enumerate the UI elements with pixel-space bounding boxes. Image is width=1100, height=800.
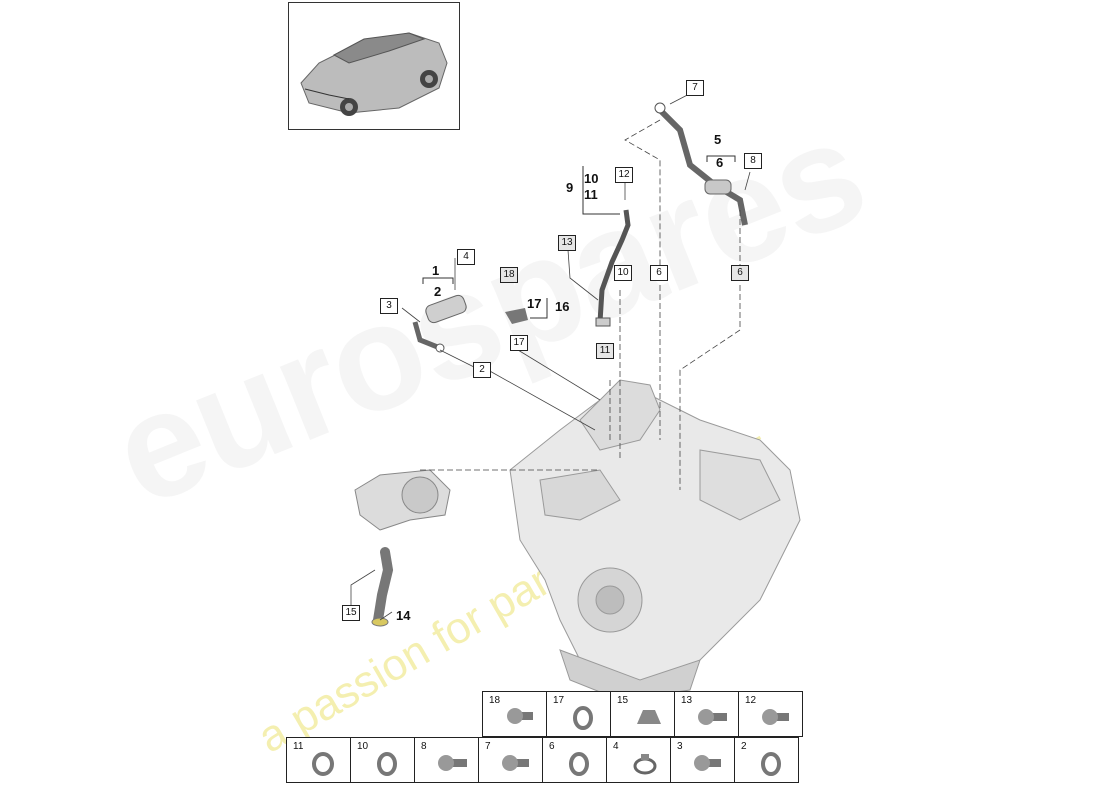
car-icon	[300, 32, 448, 116]
label-11: 11	[584, 187, 598, 202]
legend-cell-15: 15	[610, 691, 675, 737]
seal-ring-icon	[377, 752, 397, 776]
seal-ring-icon	[312, 752, 334, 776]
label-14: 14	[396, 608, 411, 623]
label-1: 1	[432, 263, 440, 278]
callout-10: 10	[614, 265, 632, 281]
legend-cell-7: 7	[478, 737, 543, 783]
legend-grid-bottom: 11 10 8 7 6 4 3 2	[286, 737, 799, 783]
callout-11: 11	[596, 343, 614, 359]
callout-6-b: 6	[731, 265, 749, 281]
callout-8: 8	[744, 153, 762, 169]
callout-6-a: 6	[650, 265, 668, 281]
clip-icon	[637, 710, 661, 724]
turbocharger	[354, 469, 451, 531]
callout-18: 18	[500, 267, 518, 283]
legend-cell-3: 3	[670, 737, 735, 783]
callout-4: 4	[457, 249, 475, 265]
callout-7: 7	[686, 80, 704, 96]
legend-cell-2: 2	[734, 737, 799, 783]
legend-grid-top: 18 17 15 13 12	[482, 691, 803, 737]
legend-cell-10: 10	[350, 737, 415, 783]
label-9: 9	[566, 180, 574, 195]
bolt-icon	[438, 755, 467, 771]
legend-cell-17: 17	[546, 691, 611, 737]
bolt-icon	[698, 709, 727, 725]
callout-12: 12	[615, 167, 633, 183]
bolt-icon	[762, 709, 789, 725]
label-16: 16	[555, 299, 570, 314]
label-10: 10	[584, 171, 599, 186]
legend-cell-8: 8	[414, 737, 479, 783]
seal-ring-icon	[573, 706, 593, 730]
legend-cell-4: 4	[606, 737, 671, 783]
legend-cell-13: 13	[674, 691, 739, 737]
hose-clamp-icon	[633, 754, 657, 775]
callout-13: 13	[558, 235, 576, 251]
legend-cell-6: 6	[542, 737, 607, 783]
bolt-icon	[507, 708, 533, 724]
callout-17: 17	[510, 335, 528, 351]
label-5: 5	[714, 132, 722, 147]
label-6: 6	[716, 155, 724, 170]
legend-cell-11: 11	[286, 737, 351, 783]
bolt-icon	[502, 755, 529, 771]
car-thumbnail	[288, 2, 460, 130]
legend-cell-18: 18	[482, 691, 547, 737]
seal-ring-icon	[569, 752, 589, 776]
callout-2: 2	[473, 362, 491, 378]
callout-3: 3	[380, 298, 398, 314]
callout-15: 15	[342, 605, 360, 621]
engine-block	[509, 379, 801, 701]
bolt-icon	[694, 755, 721, 771]
seal-ring-icon	[761, 752, 781, 776]
label-17: 17	[527, 296, 542, 311]
legend-cell-12: 12	[738, 691, 803, 737]
label-2: 2	[434, 284, 442, 299]
